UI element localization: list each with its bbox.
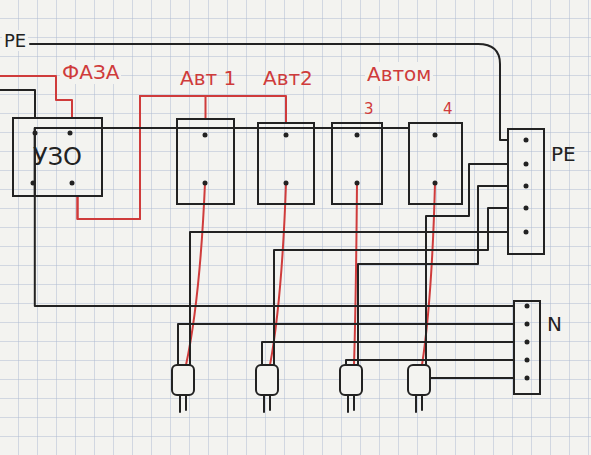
cable bbox=[172, 365, 430, 412]
n-busbar: N bbox=[513, 300, 587, 395]
wire-connector bbox=[78, 96, 206, 219]
busbar bbox=[507, 128, 545, 255]
wire-connector bbox=[35, 128, 408, 197]
breaker-box: Авт2 bbox=[257, 122, 315, 205]
wire-connector bbox=[35, 197, 513, 306]
cable-pe-wire bbox=[426, 164, 507, 365]
breaker-box: Авт 1 bbox=[176, 118, 235, 205]
phase-out-wire bbox=[270, 183, 286, 365]
cable-n-wire bbox=[346, 360, 513, 365]
breaker-group-label: Автом bbox=[365, 62, 433, 86]
neutral-in-wire bbox=[0, 90, 35, 117]
phase-out-wire bbox=[422, 183, 435, 365]
breaker-box: 4 bbox=[408, 122, 463, 205]
bus-label: N bbox=[547, 312, 562, 336]
breaker-label: Авт2 bbox=[263, 66, 313, 90]
cable-n-wire bbox=[178, 324, 513, 365]
breaker-label: Авт 1 bbox=[180, 66, 236, 90]
phase-out-wire bbox=[186, 183, 205, 365]
cable-pe-wire bbox=[190, 232, 507, 365]
breaker-box: 3 bbox=[331, 122, 383, 205]
cable-pe-wire bbox=[358, 186, 507, 365]
breaker-label: 4 bbox=[443, 100, 453, 118]
wire-label: ФАЗА bbox=[60, 60, 121, 84]
breaker-label: 3 bbox=[364, 100, 374, 118]
busbar bbox=[513, 300, 541, 395]
phase-out-wire bbox=[354, 183, 357, 365]
pe-busbar: PE bbox=[507, 128, 591, 255]
box-label: УЗО bbox=[14, 143, 101, 171]
cable-n-wire bbox=[262, 342, 513, 365]
rcd-box: УЗО bbox=[12, 117, 103, 197]
wire-connector bbox=[78, 96, 287, 219]
bus-label: PE bbox=[551, 142, 576, 166]
wire-label: PE bbox=[2, 30, 28, 51]
